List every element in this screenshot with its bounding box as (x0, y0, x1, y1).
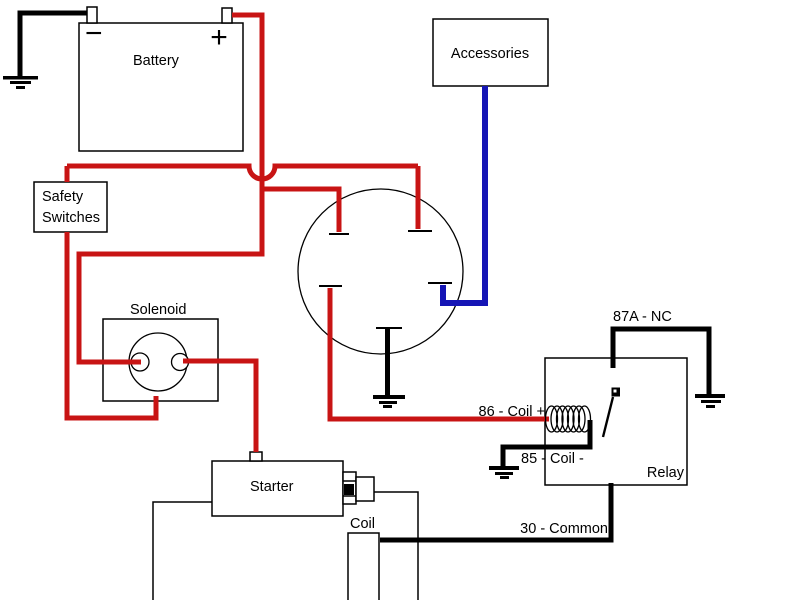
ignition-switch-circle (297, 188, 464, 355)
connector-contact (344, 484, 354, 495)
wire-battery-to-ignition-terminal (262, 186, 342, 232)
wire-starter-plug-lead (374, 491, 419, 600)
relay-label: Relay (647, 465, 685, 481)
coil-component (347, 532, 380, 600)
coil-label: Coil (350, 516, 375, 532)
relay-pin-87a-label: 87A - NC (613, 309, 672, 325)
wire-safety-to-solenoid (64, 232, 159, 421)
coil-box (347, 532, 380, 600)
relay-pin-30-label: 30 - Common (520, 521, 608, 537)
wire-accessories (440, 86, 488, 306)
solenoid-label: Solenoid (130, 302, 186, 318)
battery-plus-symbol: + (210, 21, 228, 54)
relay-pin-85-label: 85 - Coil - (521, 451, 584, 467)
battery-ground-icon (3, 76, 38, 89)
wire-87a-to-ground (610, 326, 712, 394)
starter-top-terminal (249, 451, 263, 462)
wire-30-common (380, 483, 614, 543)
relay-switch (601, 387, 620, 438)
starter-label: Starter (250, 479, 294, 495)
accessories-box (432, 18, 549, 87)
relay-switch-blade (601, 396, 615, 438)
battery-box (78, 22, 244, 152)
ignition-switch-terminals (319, 230, 452, 329)
starter-box (211, 460, 344, 517)
accessories-label: Accessories (451, 46, 529, 62)
battery-minus-symbol: − (85, 17, 103, 50)
battery-label: Battery (133, 53, 180, 69)
relay-switch-pivot-hole (613, 389, 617, 393)
wire-solenoid-to-starter (183, 358, 259, 452)
starter-component (211, 451, 375, 517)
wire-ignition-to-relay-86 (327, 288, 549, 422)
safety-switches-label-line2: Switches (42, 210, 100, 226)
ignition-ground-icon (373, 395, 405, 408)
wire-safety-switches-horizontal (67, 163, 418, 182)
wire-battery-negative (17, 10, 87, 76)
relay-pin-86-label: 86 - Coil + (479, 404, 546, 420)
starter-plug (355, 476, 375, 502)
wire-battery-positive (76, 12, 265, 365)
relay-85-ground-icon (489, 466, 519, 479)
wire-85-to-ground (500, 420, 593, 466)
battery-component (78, 6, 244, 152)
safety-switches-box (33, 181, 108, 233)
relay-87a-ground-icon (695, 394, 725, 408)
relay-coil-winding (544, 405, 592, 433)
safety-switches-label-line1: Safety (42, 189, 84, 205)
wire-starter-left-lead (152, 501, 212, 600)
